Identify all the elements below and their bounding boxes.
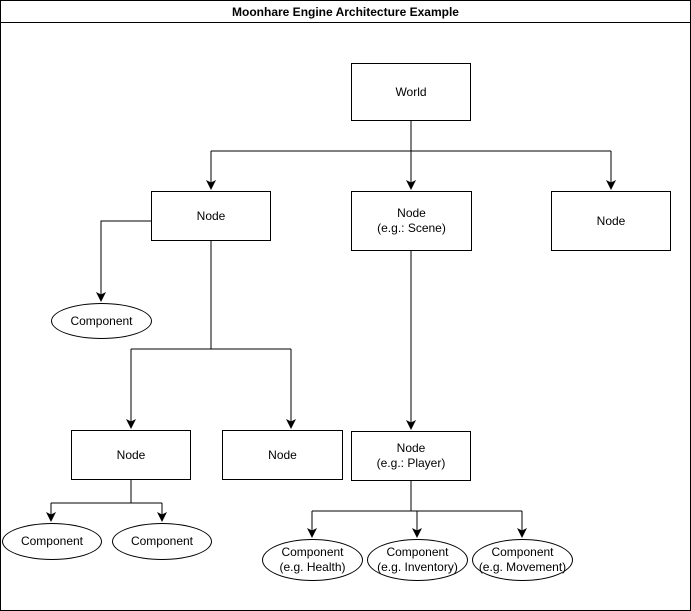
- edge-nodeleft-to-component: [96, 220, 151, 302]
- node-player-label: Node: [396, 441, 426, 455]
- component-health-label: Component: [281, 545, 344, 559]
- node-child-mid: Node: [222, 430, 343, 480]
- component-movement-label: Component: [491, 545, 554, 559]
- node-scene: Node (e.g.: Scene): [351, 191, 472, 251]
- component-child-b-label: Component: [130, 534, 194, 548]
- diagram-title: Moonhare Engine Architecture Example: [1, 1, 690, 23]
- component-child-a-label: Component: [20, 534, 84, 548]
- component-left-label: Component: [70, 313, 133, 328]
- component-movement-sublabel: (e.g. Movement): [478, 560, 567, 574]
- component-child-a: Component: [2, 523, 102, 560]
- node-right: Node: [551, 191, 671, 251]
- node-player-sublabel: (e.g.: Player): [376, 456, 446, 470]
- component-inventory-sublabel: (e.g. Inventory): [377, 560, 458, 574]
- node-player: Node (e.g.: Player): [351, 431, 471, 481]
- node-left: Node: [151, 191, 271, 241]
- component-inventory: Component (e.g. Inventory): [367, 539, 468, 581]
- node-child-left-label: Node: [116, 447, 146, 462]
- component-health-sublabel: (e.g. Health): [279, 560, 346, 574]
- node-child-mid-label: Node: [268, 447, 297, 462]
- node-left-label: Node: [196, 208, 226, 223]
- component-child-b: Component: [112, 523, 212, 560]
- component-movement: Component (e.g. Movement): [472, 539, 573, 581]
- node-scene-sublabel: (e.g.: Scene): [377, 221, 446, 235]
- node-child-left: Node: [71, 430, 191, 480]
- component-inventory-label: Component: [386, 545, 449, 559]
- component-left: Component: [51, 303, 152, 339]
- node-world: World: [351, 63, 471, 121]
- node-scene-label: Node: [397, 206, 426, 220]
- node-world-label: World: [395, 84, 427, 99]
- component-health: Component (e.g. Health): [262, 539, 363, 581]
- node-right-label: Node: [596, 213, 626, 228]
